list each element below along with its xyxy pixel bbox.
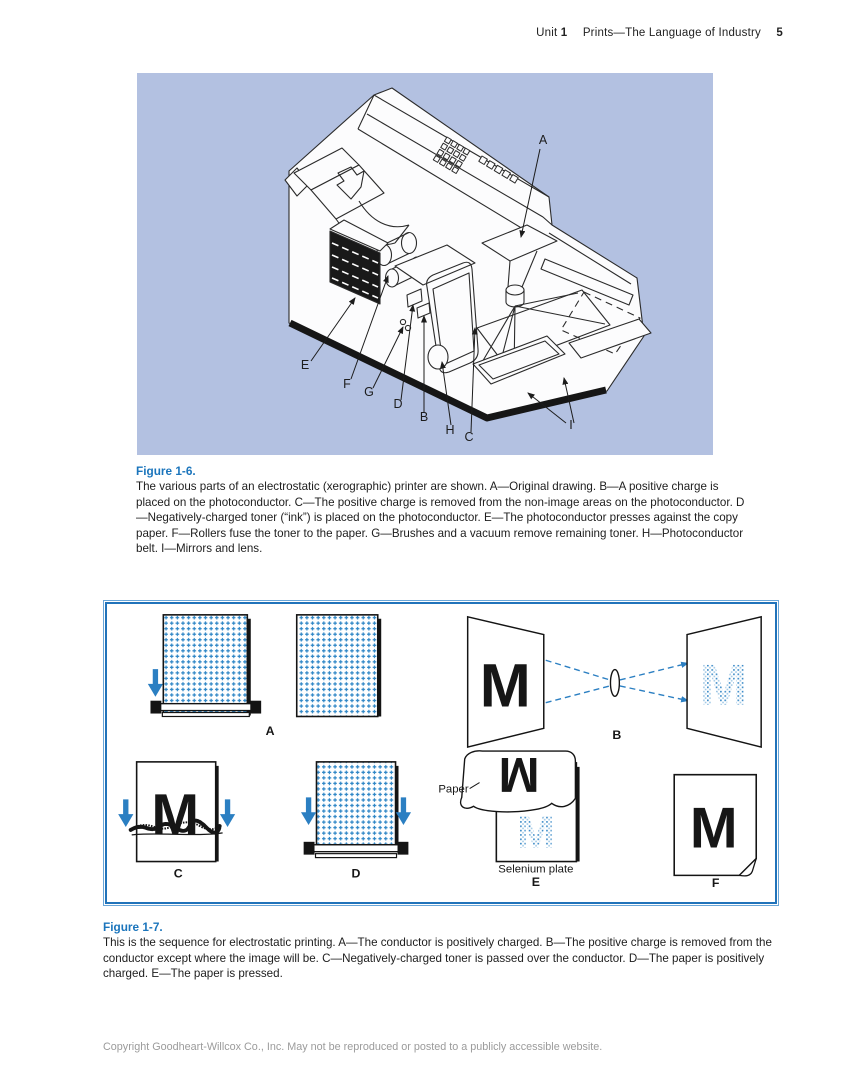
page-header: Unit 1 Prints—The Language of Industry 5: [536, 27, 783, 39]
figure-1-7-label: Figure 1-7.: [103, 920, 163, 934]
callout-labels: A B C D E F G H I: [301, 133, 575, 444]
page-title: Prints—The Language of Industry: [582, 27, 761, 39]
figure-1-7-caption-text: This is the sequence for electrostatic p…: [103, 936, 772, 980]
printer-body: [284, 87, 652, 422]
callout-i: I: [569, 418, 572, 432]
panel-f: M F: [673, 773, 758, 890]
figure-1-6-caption: Figure 1-6. The various parts of an elec…: [136, 463, 752, 557]
panel-b-label: B: [612, 728, 621, 742]
keypad-grid: [432, 136, 471, 175]
latent-image-letter: M: [700, 654, 748, 718]
callout-d: D: [393, 397, 402, 411]
plate-latent-letter: M: [517, 807, 555, 858]
page-curl-icon: [738, 858, 757, 877]
base-shadow: [288, 319, 607, 422]
callout-f: F: [343, 377, 351, 391]
copyright-footer: Copyright Goodheart-Willcox Co., Inc. Ma…: [103, 1041, 603, 1053]
panel-a-label: A: [266, 724, 275, 738]
toned-letter: M: [151, 783, 199, 847]
figure-1-7-border: A M M B M C: [105, 602, 777, 904]
callout-b: B: [420, 410, 428, 424]
down-arrow-icon: [219, 799, 236, 828]
panel-c-label: C: [174, 866, 183, 880]
light-path-dashed: [545, 659, 690, 704]
printed-letter: M: [690, 797, 738, 861]
page-number: 5: [776, 27, 783, 39]
mirror-assembly: [472, 258, 652, 385]
button-row: [478, 155, 519, 184]
paper-annotation: Paper: [438, 783, 469, 795]
unit-number: 1: [560, 27, 568, 39]
output-tray: [284, 147, 385, 220]
panel-d: D: [300, 761, 412, 880]
toner-scribble: [128, 818, 223, 836]
panel-b: M M B: [466, 615, 762, 749]
transferred-letter: M: [498, 747, 539, 802]
panel-a: A: [147, 614, 382, 738]
figure-1-7-illustration: A M M B M C: [103, 600, 779, 906]
down-arrow-icon: [118, 799, 134, 828]
down-arrow-icon: [147, 669, 164, 697]
panel-d-label: D: [352, 866, 361, 880]
callout-g: G: [364, 385, 374, 399]
figure-1-7-caption: Figure 1-7. This is the sequence for ele…: [103, 919, 789, 982]
panel-f-label: F: [712, 876, 720, 890]
figure-1-6-label: Figure 1-6.: [136, 464, 196, 478]
paper-stack: [329, 219, 389, 305]
panel-e: M M Paper Selenium plate E: [438, 747, 580, 889]
printer-diagram: A B C D E F G H I: [284, 87, 652, 444]
light-rays: [480, 292, 606, 376]
selenium-plate-annotation: Selenium plate: [498, 863, 573, 875]
callout-e: E: [301, 358, 309, 372]
panel-c: M C: [118, 761, 236, 880]
callout-a: A: [539, 133, 548, 147]
down-arrow-icon: [300, 797, 317, 826]
panel-e-label: E: [532, 875, 540, 889]
sequence-diagram: A M M B M C: [118, 614, 762, 890]
figure-1-6-illustration: A B C D E F G H I: [137, 73, 713, 455]
original-letter: M: [480, 652, 531, 720]
unit-label: Unit: [536, 27, 558, 39]
callout-c: C: [464, 430, 473, 444]
callout-h: H: [445, 423, 454, 437]
lens-icon: [609, 668, 621, 697]
peeling-paper: [459, 750, 577, 813]
figure-1-6-caption-text: The various parts of an electrostatic (x…: [136, 480, 745, 555]
